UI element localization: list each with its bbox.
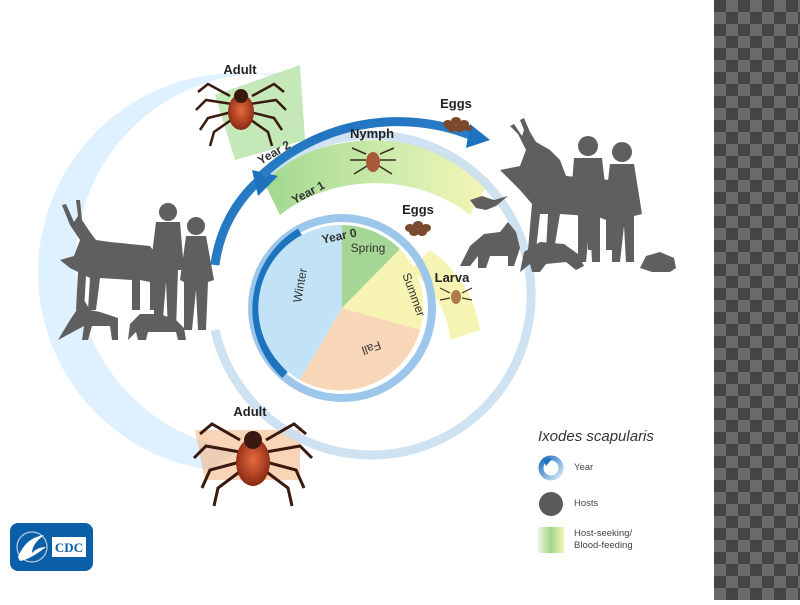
year2-host-band — [38, 73, 290, 471]
legend: Ixodes scapularis Year Hosts Host-seekin… — [538, 428, 708, 563]
year1-arrow — [210, 174, 265, 266]
season-fall-label: Fall — [360, 338, 383, 358]
season-summer — [342, 249, 424, 330]
adult-tick-top-shield — [234, 89, 248, 103]
decorative-side-pattern — [714, 0, 800, 600]
adult-tick-bottom-icon — [192, 422, 314, 507]
season-winter — [258, 224, 342, 380]
eggs-mid-label: Eggs — [402, 202, 434, 217]
adult-tick-bottom-body — [236, 438, 270, 486]
legend-item-year: Year — [538, 455, 708, 481]
year1-arrowhead — [252, 170, 278, 196]
year0-ring — [248, 214, 436, 402]
larva-label: Larva — [435, 270, 470, 285]
season-winter-label: Winter — [290, 267, 310, 304]
year2-arrow — [258, 117, 472, 179]
nymph-tick-icon — [350, 147, 396, 175]
year-ring-icon — [538, 455, 564, 481]
legend-title: Ixodes scapularis — [538, 428, 654, 445]
legend-item-hosts: Hosts — [538, 491, 708, 517]
year2-arrowhead — [466, 124, 490, 148]
nymph-label: Nymph — [350, 126, 394, 141]
adult-bottom-label: Adult — [233, 404, 267, 419]
eggs-top-label: Eggs — [440, 96, 472, 111]
season-pie — [258, 224, 424, 391]
legend-host-seeking-label: Host-seeking/ Blood-feeding — [574, 528, 633, 552]
eggs-mid-icon — [405, 221, 431, 236]
legend-host-seeking-line2: Blood-feeding — [574, 540, 633, 551]
year1-band — [262, 140, 490, 215]
season-fall — [300, 308, 420, 391]
cdc-logo: CDC — [10, 523, 93, 571]
larva-tick-body — [451, 290, 461, 304]
larva-tick-icon — [439, 287, 473, 301]
year0-arrow — [252, 228, 303, 378]
eggs-top-icon — [443, 117, 472, 132]
legend-hosts-label: Hosts — [574, 498, 599, 509]
adult-tick-bottom-shield — [244, 431, 262, 449]
hosts-dot-icon — [539, 492, 563, 516]
legend-year-label: Year — [574, 462, 594, 473]
year2-green-band — [215, 65, 305, 160]
season-spring — [342, 225, 400, 308]
season-spring-label: Spring — [351, 241, 386, 255]
legend-host-seeking-line1: Host-seeking/ — [574, 528, 633, 539]
nymph-tick-body — [366, 152, 380, 172]
hosts-right-icon — [460, 118, 676, 272]
cdc-logo-text: CDC — [55, 540, 83, 555]
adult-top-label: Adult — [223, 62, 257, 77]
year1-ring — [210, 130, 536, 460]
hhs-eagle-icon: CDC — [16, 531, 86, 563]
adult-tick-top-icon — [195, 82, 287, 147]
hosts-left-icon — [58, 200, 214, 340]
adult-tick-top-body — [228, 94, 254, 130]
legend-item-host-seeking: Host-seeking/ Blood-feeding — [538, 527, 708, 553]
host-seeking-swatch-icon — [538, 527, 564, 553]
